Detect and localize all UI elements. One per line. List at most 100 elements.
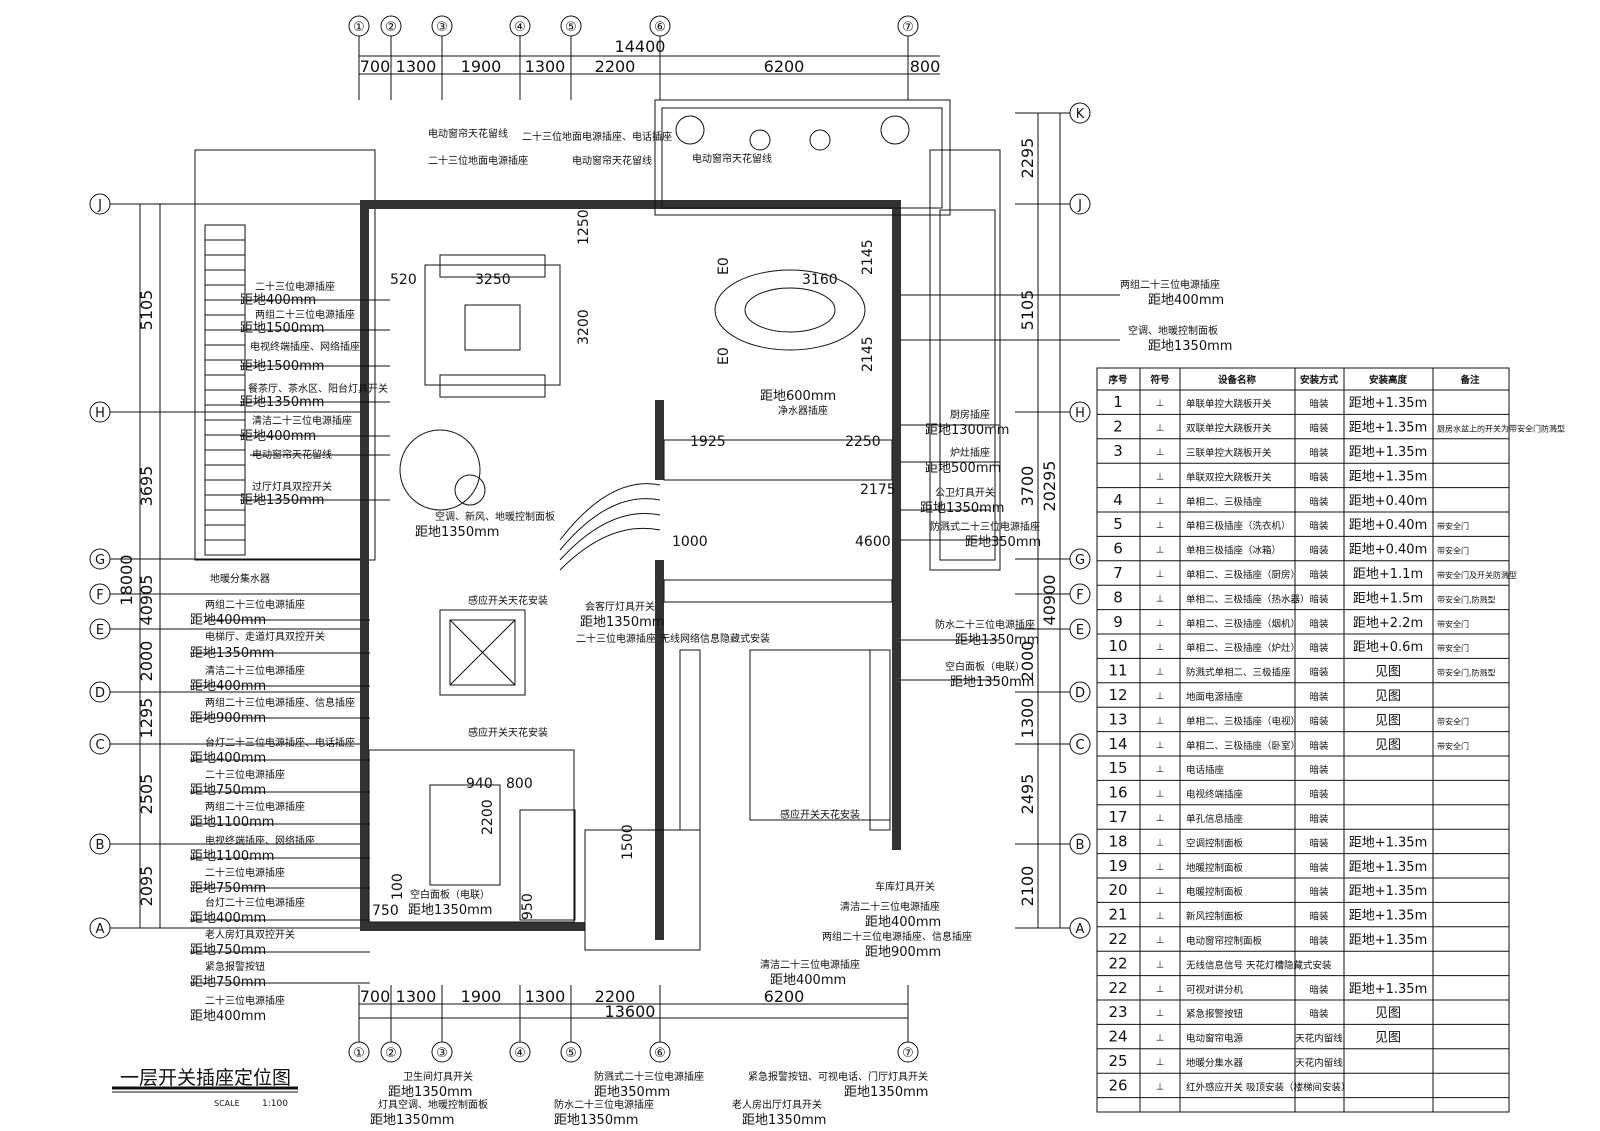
legend-cell-height: 距地+1.35m — [1349, 445, 1428, 460]
legend-symbol-icon: ⊥ — [1156, 886, 1164, 897]
axis-label: J — [1077, 198, 1082, 213]
annotation-label: 二十三位电源插座 — [205, 866, 285, 879]
room-dim: 2145 — [860, 336, 876, 372]
annotation-height: 距地900mm — [190, 711, 266, 726]
annotation-label: 紧急报警按钮 — [205, 960, 265, 973]
annotation-label: 炉灶插座 — [950, 446, 990, 459]
dim-seg: 3695 — [137, 466, 156, 507]
legend-cell-method: 暗装 — [1309, 569, 1329, 581]
legend-symbol-icon: ⊥ — [1156, 593, 1164, 604]
dim-seg: 2095 — [137, 866, 156, 907]
dim-seg: 2495 — [1018, 774, 1037, 815]
annotation-height: 距地350mm — [965, 535, 1041, 550]
dim-seg: 2200 — [595, 987, 636, 1006]
legend-cell-note: 带安全门 — [1437, 546, 1469, 556]
dim-total: 14400 — [615, 37, 666, 56]
axis-label: D — [1075, 686, 1085, 701]
legend-cell-name: 单联双控大跷板开关 — [1186, 471, 1272, 483]
annotation-height: 距地1350mm — [920, 501, 1004, 516]
axis-label: ① — [353, 1046, 365, 1061]
annotation-label: 车库灯具开关 — [875, 880, 935, 893]
legend-cell-method: 暗装 — [1309, 398, 1329, 410]
legend-cell-height: 距地+1.35m — [1349, 933, 1428, 948]
annotation-label: 电梯厅、走道灯具双控开关 — [205, 630, 325, 643]
legend-cell-method: 暗装 — [1309, 911, 1329, 923]
legend-cell-name: 地暖分集水器 — [1186, 1057, 1244, 1069]
legend-cell-note: 带安全门 — [1437, 521, 1469, 531]
legend-cell-method: 暗装 — [1309, 764, 1329, 776]
annotation-label: 二十三位电源插座 — [576, 632, 656, 645]
annotation-label: 餐茶厅、茶水区、阳台灯具开关 — [248, 382, 388, 395]
legend-cell-method: 暗装 — [1309, 593, 1329, 605]
building-walls — [194, 99, 1001, 951]
annotation-label: 感应开关天花安装 — [780, 808, 860, 821]
legend-cell-name: 防溅式单相二、三极插座 — [1186, 667, 1291, 679]
bottom-axis: ① ② ③ ④ ⑤ ⑥ ⑦ 700 1300 1900 1300 2200 62… — [348, 985, 919, 1063]
legend-symbol-icon: ⊥ — [1156, 911, 1164, 922]
annotation-label: 两组二十三位电源插座、信息插座 — [822, 930, 972, 943]
axis-label: B — [1076, 838, 1085, 853]
room-dim: 3160 — [802, 272, 838, 288]
annotation-height: 距地400mm — [240, 429, 316, 444]
annotation-label: 无线网络信息隐藏式安装 — [660, 632, 770, 645]
legend-cell-height: 距地+1.5m — [1353, 591, 1423, 606]
room-dim: E0 — [716, 257, 732, 275]
legend-cell-height: 距地+0.6m — [1353, 640, 1423, 655]
axis-label: A — [1076, 922, 1085, 937]
annotation-label: 清洁二十三位电源插座 — [205, 664, 305, 677]
legend-cell-no: 13 — [1108, 710, 1127, 728]
legend-cell-no: 22 — [1108, 954, 1127, 972]
legend-cell-method: 天花内留线 — [1295, 1057, 1343, 1069]
legend-cell-no: 8 — [1113, 588, 1123, 606]
legend-cell-name: 红外感应开关 吸顶安装（楼梯间安装） — [1186, 1081, 1351, 1093]
legend-header: 设备名称 — [1218, 374, 1257, 386]
legend-cell-no: 14 — [1108, 735, 1127, 753]
legend-symbol-icon: ⊥ — [1156, 642, 1164, 653]
annotation-height: 距地1100mm — [190, 815, 274, 830]
bottom-annotations: 清洁二十三位电源插座 距地400mm 两组二十三位电源插座、信息插座 距地900… — [370, 900, 972, 1128]
legend-cell-method: 暗装 — [1309, 496, 1329, 508]
legend-cell-height: 距地+1.35m — [1349, 909, 1428, 924]
annotation-label: 卫生间灯具开关 — [403, 1070, 473, 1083]
annotation-label: 两组二十三位电源插座、信息插座 — [205, 696, 355, 709]
annotation-height: 距地600mm — [760, 389, 836, 404]
annotation-label: 台灯二十三位电源插座、电话插座 — [205, 736, 355, 749]
room-dim: 520 — [390, 272, 417, 288]
room-dim: 3200 — [576, 309, 592, 345]
legend-cell-name: 单相二、三极插座（烟机） — [1186, 618, 1300, 630]
dim-seg: 1300 — [525, 987, 566, 1006]
top-dimensions: 14400 700 1300 1900 1300 2200 6200 800 — [359, 37, 940, 76]
legend-cell-method: 暗装 — [1309, 618, 1329, 630]
annotation-height: 距地1350mm — [388, 1085, 472, 1100]
dim-seg: 2200 — [595, 57, 636, 76]
axis-label: ⑦ — [902, 20, 914, 35]
legend-cell-name: 电暖控制面板 — [1186, 886, 1244, 898]
legend-symbol-icon: ⊥ — [1156, 667, 1164, 678]
dim-seg: 2295 — [1018, 138, 1037, 179]
annotation-height: 距地750mm — [190, 881, 266, 896]
legend-cell-name: 单相三极插座（洗衣机） — [1186, 520, 1291, 532]
legend-cell-method: 暗装 — [1309, 886, 1329, 898]
annotation-label: 空调、新风、地暖控制面板 — [435, 510, 555, 523]
dim-seg: 6200 — [764, 57, 805, 76]
axis-label: G — [1075, 553, 1085, 568]
legend-cell-no: 22 — [1108, 930, 1127, 948]
legend-cell-name: 双联单控大跷板开关 — [1186, 423, 1272, 435]
legend-cell-name: 单相二、三极插座（炉灶） — [1186, 642, 1300, 654]
legend-cell-method: 暗装 — [1309, 1008, 1329, 1020]
annotation-label: 电视终端插座、网络插座 — [250, 340, 360, 353]
room-dim: 2175 — [860, 482, 896, 498]
annotation-label: 感应开关天花安装 — [468, 594, 548, 607]
legend-cell-no: 4 — [1113, 491, 1123, 509]
annotation-height: 距地1350mm — [955, 633, 1039, 648]
annotation-label: 二十三位电源插座 — [205, 768, 285, 781]
legend-header: 安装高度 — [1369, 374, 1408, 386]
dim-seg: 5105 — [137, 290, 156, 331]
dim-total: 13600 — [605, 1002, 656, 1021]
annotation-height: 距地1350mm — [580, 615, 664, 630]
dim-seg: 3700 — [1018, 466, 1037, 507]
axis-label: ⑥ — [654, 1046, 666, 1061]
annotation-label: 厨房插座 — [950, 408, 990, 421]
legend-cell-name: 电视终端插座 — [1186, 789, 1244, 801]
room-dim: 3250 — [475, 272, 511, 288]
